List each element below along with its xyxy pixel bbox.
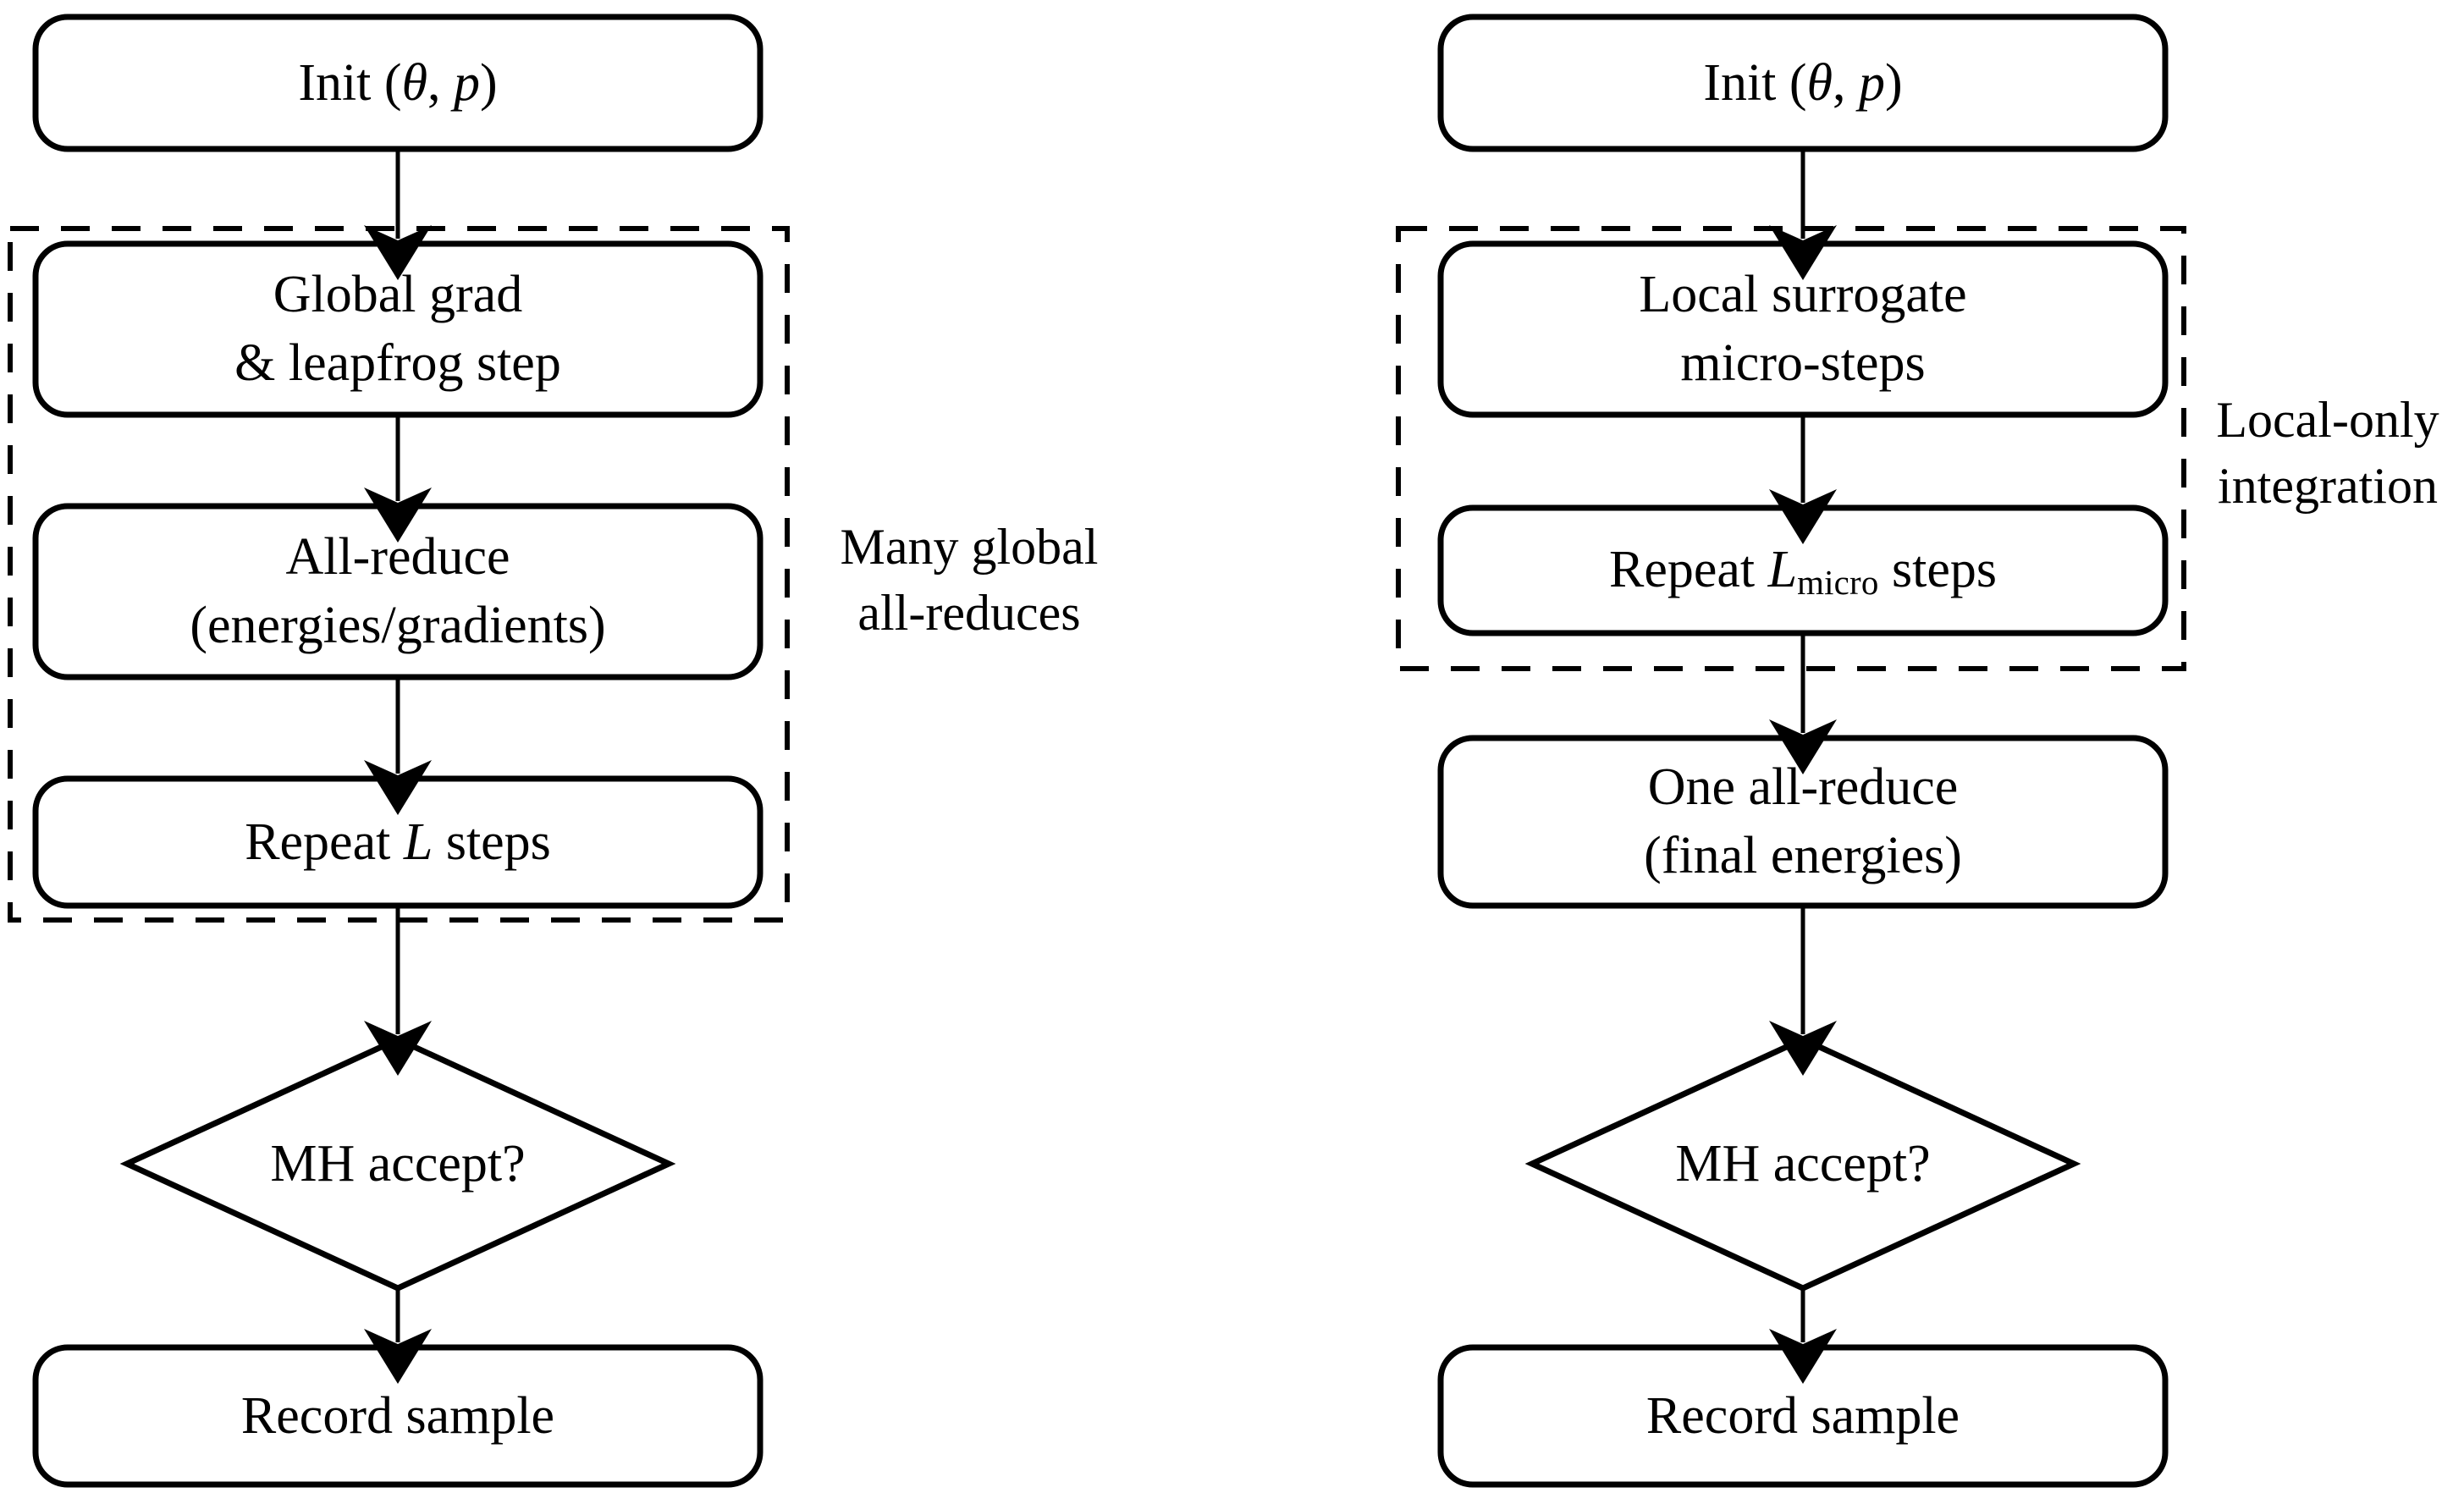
right-local-surrogate-box — [1437, 240, 2169, 418]
right-repeat-micro-box — [1437, 504, 2169, 636]
right-mh-diamond — [1524, 1036, 2081, 1292]
left-all-reduce-box — [32, 503, 763, 680]
right-one-all-reduce-box — [1437, 735, 2169, 909]
right-side-annotation-line1: Local-only — [2216, 392, 2439, 448]
right-side-annotation: Local-only integration — [2184, 381, 2464, 525]
left-mh-diamond — [119, 1036, 676, 1292]
left-record-box — [32, 1344, 763, 1488]
left-init-box — [32, 14, 763, 152]
right-record-box — [1437, 1344, 2169, 1488]
left-side-annotation-line1: Many global — [840, 519, 1099, 575]
right-init-box — [1437, 14, 2169, 152]
left-side-annotation: Many global all-reduces — [787, 508, 1151, 652]
right-side-annotation-line2: integration — [2218, 458, 2438, 514]
left-side-annotation-line2: all-reduces — [857, 585, 1081, 641]
left-global-grad-box — [32, 240, 763, 418]
left-repeat-box — [32, 775, 763, 909]
